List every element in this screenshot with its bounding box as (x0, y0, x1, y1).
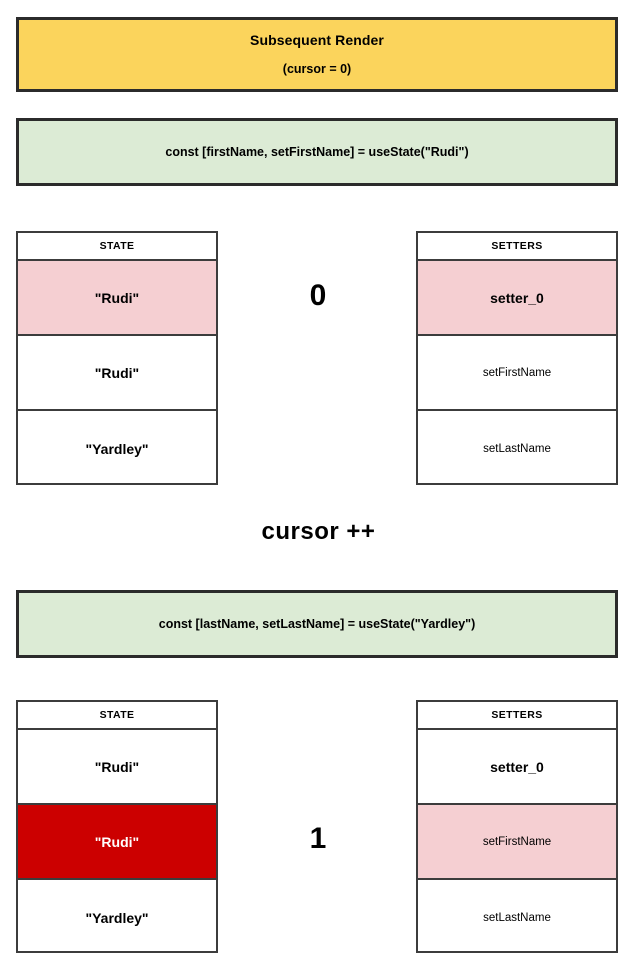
cursor-state-label: (cursor = 0) (282, 61, 352, 76)
table-row: "Rudi" (18, 336, 216, 411)
table-row: setFirstName (418, 805, 616, 880)
table-row: "Yardley" (85, 909, 149, 926)
setters-table-stage-0: SETTERS setter_0 setFirstName setLastNam… (416, 231, 618, 485)
table-row: setLastName (483, 911, 551, 924)
state-table-stage-0: STATE "Rudi" "Rudi" "Yardley" (16, 231, 218, 485)
state-table-header: STATE (18, 702, 216, 730)
cursor-increment-label: cursor ++ (261, 518, 376, 545)
code-block-first-name: const [firstName, setFirstName] = useSta… (16, 118, 618, 186)
code-block-last-name: const [lastName, setLastName] = useState… (16, 590, 618, 658)
cursor-value-stage-1: 1 (309, 822, 327, 855)
table-row: setLastName (483, 442, 551, 455)
setters-table-stage-1: SETTERS setter_0 setFirstName setLastNam… (416, 700, 618, 953)
table-row: "Rudi" (18, 261, 216, 336)
table-row: "Rudi" (18, 730, 216, 805)
state-table-header: STATE (18, 233, 216, 261)
code-line-text: const [lastName, setLastName] = useState… (158, 616, 476, 631)
table-row: setter_0 (418, 261, 616, 336)
render-header-banner: Subsequent Render (cursor = 0) (16, 17, 618, 92)
code-line-text: const [firstName, setFirstName] = useSta… (165, 144, 469, 159)
table-row: "Yardley" (85, 440, 149, 457)
page-title: Subsequent Render (250, 32, 384, 49)
cursor-value-stage-0: 0 (309, 279, 327, 312)
table-row: setFirstName (418, 336, 616, 411)
state-table-stage-1: STATE "Rudi" "Rudi" "Yardley" (16, 700, 218, 953)
setters-table-header: SETTERS (418, 702, 616, 730)
setters-table-header: SETTERS (418, 233, 616, 261)
table-row: setter_0 (418, 730, 616, 805)
table-row: "Rudi" (18, 805, 216, 880)
